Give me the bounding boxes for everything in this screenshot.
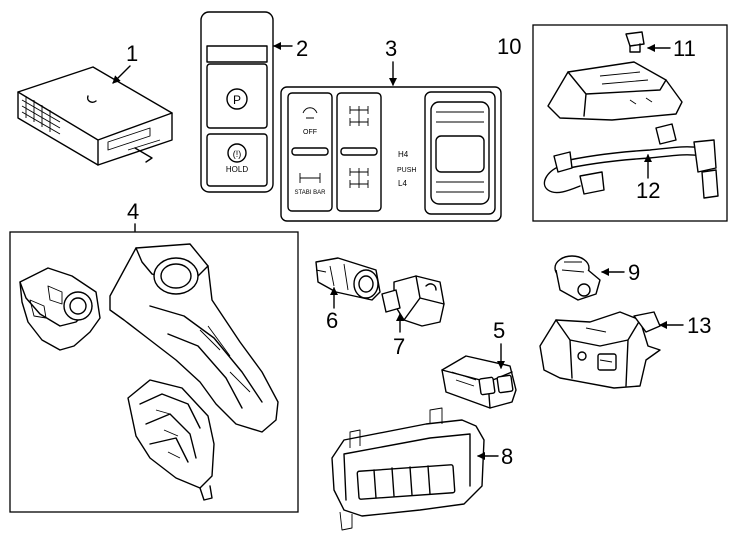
callout-2: 2	[296, 36, 308, 61]
callout-4: 4	[127, 199, 139, 224]
callout-1: 1	[126, 41, 138, 66]
leader-arrows	[112, 42, 684, 460]
part-6-socket	[315, 257, 381, 301]
callout-8: 8	[501, 444, 513, 469]
push-label: PUSH	[397, 167, 416, 174]
part-10-module	[547, 61, 683, 121]
part-10-group-box	[532, 24, 728, 222]
callout-9: 9	[628, 260, 640, 285]
part-12-wire-harness	[543, 123, 719, 199]
part-2-parking-brake-switch: P (!) HOLD	[200, 11, 274, 193]
l4-label: L4	[398, 179, 407, 188]
part-4-group-box	[9, 231, 299, 513]
hold-symbol: (!)	[233, 149, 242, 159]
part-5-switch	[441, 355, 517, 409]
part-3-drive-mode-panel: OFF STABI BAR H4 PUSH L4	[280, 86, 502, 222]
callout-7: 7	[393, 334, 405, 359]
hold-label: HOLD	[226, 165, 248, 174]
part-1-control-module	[17, 66, 173, 166]
part-13-bracket-module	[539, 311, 661, 389]
callout-11: 11	[673, 36, 696, 61]
leader-1	[112, 65, 131, 84]
part-7-switch	[381, 275, 445, 327]
callout-6: 6	[326, 308, 338, 333]
part-8-switch-bezel	[331, 407, 485, 531]
callout-3: 3	[385, 36, 397, 61]
part-11-clip	[625, 31, 645, 53]
stabi-bar-label: STABI BAR	[295, 190, 327, 196]
part-9-knob	[554, 255, 601, 301]
off-label: OFF	[303, 129, 317, 136]
parking-symbol: P	[233, 93, 241, 107]
callout-labels: 1 2 3 4 5 6 7 8 9 10 11 12 13	[126, 34, 711, 469]
callout-13: 13	[687, 313, 711, 338]
callout-10: 10	[497, 34, 521, 59]
callout-5: 5	[493, 318, 505, 343]
callout-12: 12	[636, 178, 660, 203]
part-4-console-parts	[19, 243, 279, 501]
h4-label: H4	[398, 150, 409, 159]
